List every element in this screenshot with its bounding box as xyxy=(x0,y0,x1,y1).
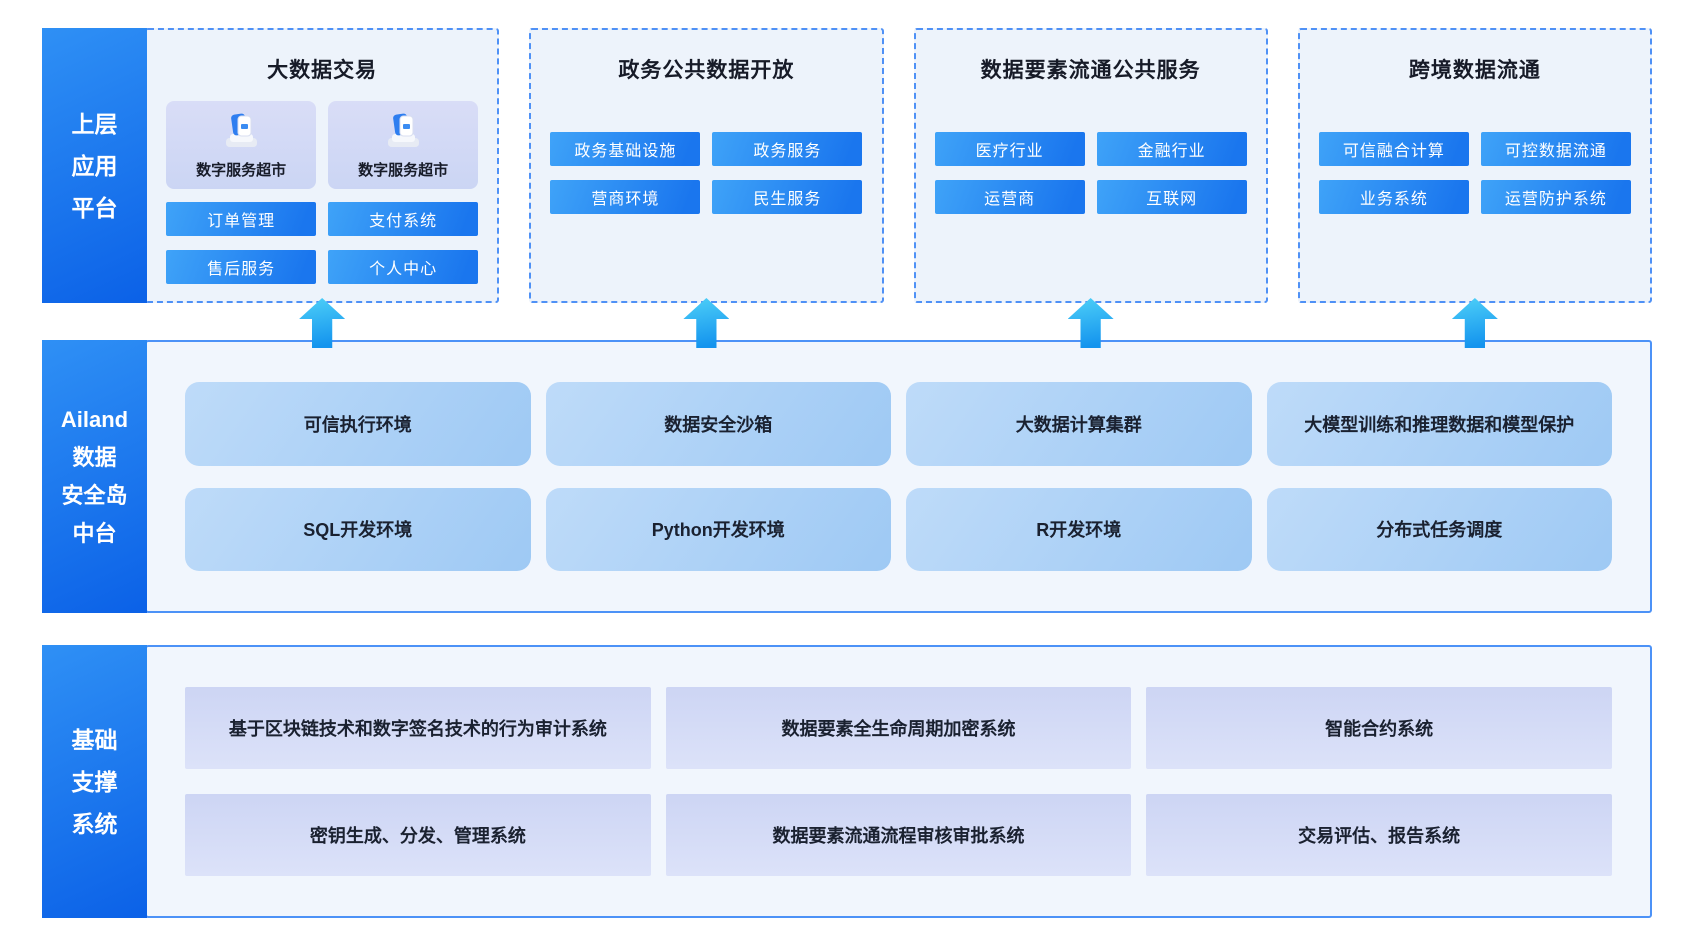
bottom-support-panel: 基于区块链技术和数字签名技术的行为审计系统 数据要素全生命周期加密系统 智能合约… xyxy=(145,645,1652,918)
middle-capability-panel: 可信执行环境 数据安全沙箱 大数据计算集群 大模型训练和推理数据和模型保护 SQ… xyxy=(145,340,1652,613)
sidebar-line: 系统 xyxy=(71,810,118,837)
middle-section-sidebar: Ailand 数据 安全岛 中台 xyxy=(42,340,147,613)
app-card-grid: 数字服务超市 xyxy=(166,101,479,189)
card-distributed-task-scheduling: 分布式任务调度 xyxy=(1266,487,1612,571)
digital-service-market-icon xyxy=(380,110,426,157)
chip-business-environment: 营商环境 xyxy=(550,180,701,214)
top-section-sidebar: 上层 应用 平台 xyxy=(42,28,147,303)
feature-chip-grid: 医疗行业 金融行业 运营商 互联网 xyxy=(934,132,1247,214)
chip-internet: 互联网 xyxy=(1096,180,1247,214)
card-sql-dev-environment: SQL开发环境 xyxy=(185,487,531,571)
sidebar-line: 基础 xyxy=(71,726,118,753)
app-card-digital-service-market: 数字服务超市 xyxy=(166,101,317,189)
chip-after-sales-service: 售后服务 xyxy=(166,250,317,284)
diagram-content: 上层 应用 平台 大数据交易 xyxy=(42,28,1652,918)
sidebar-line: Ailand xyxy=(60,406,129,432)
chip-livelihood-services: 民生服务 xyxy=(712,180,863,214)
chip-medical-industry: 医疗行业 xyxy=(934,132,1085,166)
card-key-management-system: 密钥生成、分发、管理系统 xyxy=(185,794,651,876)
feature-chip-grid: 可信融合计算 可控数据流通 业务系统 运营防护系统 xyxy=(1318,132,1631,214)
chip-operation-protection-system: 运营防护系统 xyxy=(1480,180,1631,214)
card-python-dev-environment: Python开发环境 xyxy=(545,487,891,571)
chip-telecom-operators: 运营商 xyxy=(934,180,1085,214)
top-panels-row: 大数据交易 xyxy=(145,28,1652,348)
bottom-section-sidebar: 基础 支撑 系统 xyxy=(42,645,147,918)
card-circulation-approval-system: 数据要素流通流程审核审批系统 xyxy=(665,794,1132,876)
chip-trusted-fusion-computing: 可信融合计算 xyxy=(1318,132,1469,166)
app-card-label: 数字服务超市 xyxy=(196,162,287,179)
basic-support-system-section: 基础 支撑 系统 基于区块链技术和数字签名技术的行为审计系统 数据要素全生命周期… xyxy=(42,645,1652,918)
panel-data-element-public-services: 数据要素流通公共服务 医疗行业 金融行业 运营商 互联网 xyxy=(913,28,1268,348)
card-transaction-evaluation-report-system: 交易评估、报告系统 xyxy=(1146,794,1612,876)
sidebar-line: 数据 xyxy=(72,444,117,470)
chip-business-system: 业务系统 xyxy=(1318,180,1469,214)
chip-controllable-data-flow: 可控数据流通 xyxy=(1480,132,1631,166)
sidebar-line: 平台 xyxy=(71,194,118,221)
top-application-platform-section: 上层 应用 平台 大数据交易 xyxy=(42,28,1652,348)
feature-chip-grid: 政务基础设施 政务服务 营商环境 民生服务 xyxy=(550,132,863,214)
panel-cross-border-data-circulation: 跨境数据流通 可信融合计算 可控数据流通 业务系统 运营防护系统 xyxy=(1297,28,1652,348)
sidebar-line: 上层 xyxy=(71,110,118,137)
chip-gov-services: 政务服务 xyxy=(712,132,863,166)
panel-title: 数据要素流通公共服务 xyxy=(980,59,1201,82)
app-card-digital-service-market: 数字服务超市 xyxy=(328,101,479,189)
chip-personal-center: 个人中心 xyxy=(328,250,479,284)
chip-order-management: 订单管理 xyxy=(166,202,317,236)
card-trusted-execution-environment: 可信执行环境 xyxy=(185,382,531,466)
card-r-dev-environment: R开发环境 xyxy=(906,487,1252,571)
card-big-data-computing-cluster: 大数据计算集群 xyxy=(906,382,1252,466)
panel-gov-public-data-opening: 政务公共数据开放 政务基础设施 政务服务 营商环境 民生服务 xyxy=(529,28,884,348)
sidebar-line: 中台 xyxy=(72,520,117,546)
chip-finance-industry: 金融行业 xyxy=(1096,132,1247,166)
card-data-lifecycle-encryption-system: 数据要素全生命周期加密系统 xyxy=(665,687,1132,769)
sidebar-line: 应用 xyxy=(71,152,118,179)
digital-service-market-icon xyxy=(218,110,264,157)
panel-title: 政务公共数据开放 xyxy=(618,59,795,82)
app-card-label: 数字服务超市 xyxy=(358,162,449,179)
chip-gov-infrastructure: 政务基础设施 xyxy=(550,132,701,166)
card-data-security-sandbox: 数据安全沙箱 xyxy=(545,382,891,466)
card-llm-training-inference-protection: 大模型训练和推理数据和模型保护 xyxy=(1266,382,1612,466)
panel-big-data-trading: 大数据交易 xyxy=(145,28,500,348)
panel-title: 大数据交易 xyxy=(267,59,378,82)
chip-payment-system: 支付系统 xyxy=(328,202,479,236)
card-smart-contract-system: 智能合约系统 xyxy=(1146,687,1612,769)
sidebar-line: 支撑 xyxy=(71,768,118,795)
sidebar-line: 安全岛 xyxy=(61,482,128,508)
card-blockchain-signature-audit-system: 基于区块链技术和数字签名技术的行为审计系统 xyxy=(185,687,651,769)
feature-chip-grid: 订单管理 支付系统 售后服务 个人中心 xyxy=(166,202,479,284)
panel-title: 跨境数据流通 xyxy=(1408,59,1541,82)
ailand-data-security-island-section: Ailand 数据 安全岛 中台 可信执行环境 数据安全沙箱 大数据计算集群 大… xyxy=(42,340,1652,613)
